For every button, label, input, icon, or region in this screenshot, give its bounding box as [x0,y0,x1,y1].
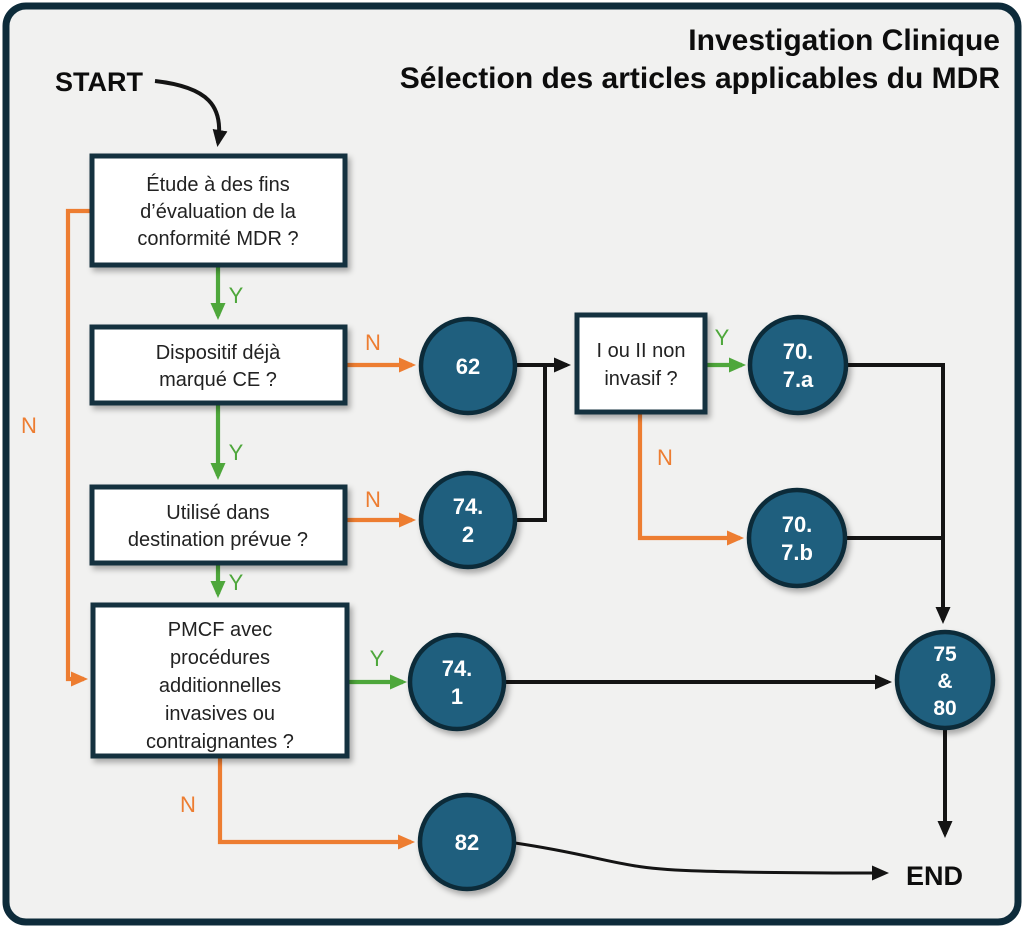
decision-i-ou-ii-non-invasif: I ou II non invasif ? [574,312,708,415]
article-node-82: 82 [417,792,517,892]
title-line-1: Investigation Clinique [688,24,1000,57]
decision-etude-conformite-mdr: Étude à des fins d’évaluation de la conf… [89,153,348,268]
decision-pmcf-procedures-box [90,602,350,759]
edge-q5-no-707b [637,413,744,546]
article-node-75-80: 75 & 80 [894,629,996,731]
decision-i-ou-ii-non-invasif-box [574,312,708,415]
decision-destination-prevue: Utilisé dans destination prévue ? [89,484,348,566]
label-no-q5: N [657,445,673,470]
edge-707a-to-7580 [846,363,951,624]
label-yes-q3: Y [229,570,244,595]
article-node-70-7a-circle [747,314,849,416]
decision-etude-conformite-mdr-box [89,153,348,268]
diagram-title: Investigation Clinique Sélection des art… [400,24,1001,95]
article-node-75-80-circle [894,629,996,731]
decision-text-line: additionnelles [159,675,281,697]
label-no-q3: N [365,487,381,512]
decision-pmcf-procedures: PMCF avec procédures additionnelles inva… [90,602,350,759]
edge-start-to-q1 [154,79,228,147]
label-no-q2: N [365,330,381,355]
start-label: START [55,67,143,97]
article-number: 82 [455,830,479,855]
label-no-q4: N [180,792,196,817]
edge-q4-no-82 [217,757,415,850]
label-no-q1: N [21,413,37,438]
edge-82-to-end [514,841,889,881]
decision-text-line: procédures [170,647,270,669]
edge-q1-no-q4-loop [65,208,92,687]
decision-text-line: Dispositif déjà [156,342,281,364]
decision-text-line: conformité MDR ? [137,228,298,250]
article-number: 7.b [781,540,813,565]
article-number: 2 [462,522,474,547]
decision-text-line: PMCF avec [168,619,272,641]
decision-dispositif-marque-ce-box [89,324,348,406]
decision-text-line: invasif ? [604,368,677,390]
article-node-70-7b: 70. 7.b [746,487,848,589]
end-label: END [906,861,963,891]
decision-text-line: Utilisé dans [166,502,269,524]
decision-text-line: I ou II non [597,340,686,362]
article-node-70-7b-circle [746,487,848,589]
article-node-70-7a: 70. 7.a [747,314,849,416]
label-yes-q1: Y [229,283,244,308]
article-number: 1 [451,684,463,709]
article-node-82-circle [417,792,517,892]
article-number: 75 [933,643,957,666]
article-node-74-1: 74. 1 [407,632,507,732]
label-yes-q2: Y [229,440,244,465]
article-node-62: 62 [418,316,518,416]
article-node-74-1-circle [407,632,507,732]
decision-text-line: Étude à des fins [146,173,289,196]
article-number: & [937,670,952,693]
decision-text-line: invasives ou [165,703,275,725]
decision-text-line: d’évaluation de la [140,201,297,223]
article-node-74-2-circle [418,470,518,570]
decision-dispositif-marque-ce: Dispositif déjà marqué CE ? [89,324,348,406]
article-number: 70. [783,339,814,364]
edge-742-join [516,367,547,522]
article-number: 74. [442,656,473,681]
article-number: 70. [782,512,813,537]
decision-text-line: marqué CE ? [159,369,277,391]
article-number: 7.a [783,367,814,392]
label-yes-q5: Y [715,325,730,350]
article-node-62-circle [418,316,518,416]
label-yes-q4: Y [370,646,385,671]
article-number: 62 [456,354,480,379]
decision-destination-prevue-box [89,484,348,566]
article-number: 74. [453,494,484,519]
decision-text-line: destination prévue ? [128,529,308,551]
decision-text-line: contraignantes ? [146,731,294,753]
article-node-74-2: 74. 2 [418,470,518,570]
title-line-2: Sélection des articles applicables du MD… [400,62,1001,95]
article-number: 80 [933,697,956,720]
